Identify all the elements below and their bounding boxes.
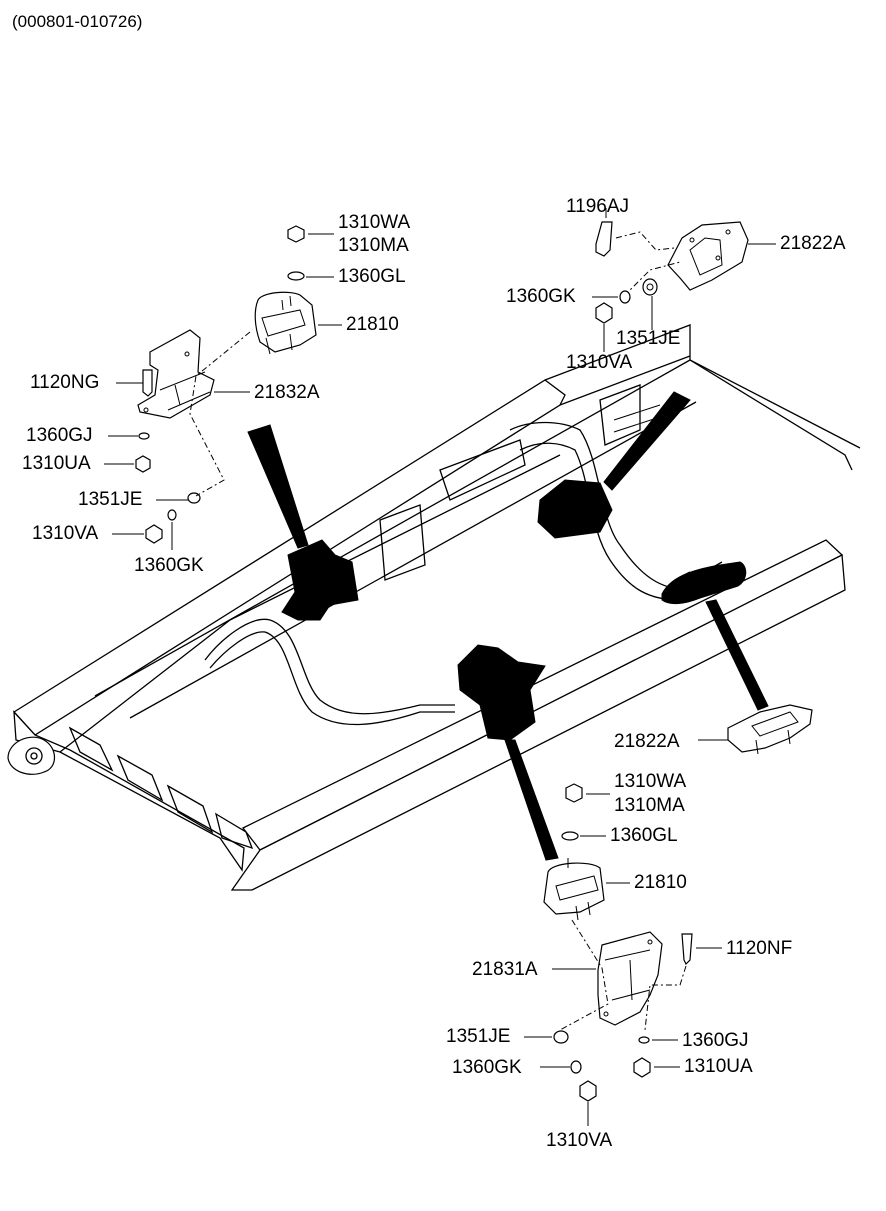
callout-1310wa-front[interactable]: 1310WA: [614, 771, 687, 792]
callout-1351je-rear[interactable]: 1351JE: [78, 489, 143, 510]
callout-1360gl-rear[interactable]: 1360GL: [338, 266, 406, 287]
callout-21832a[interactable]: 21832A: [254, 382, 320, 403]
nut-1310va-rear: [145, 524, 163, 544]
callout-1310ma-rear[interactable]: 1310MA: [338, 235, 409, 256]
nut-1310ua-rear: [135, 455, 151, 473]
bracket-21831a: [552, 931, 663, 1026]
mount-21822a-front: [698, 704, 813, 755]
tow-hook: [7, 736, 56, 775]
mount-positions: [247, 391, 769, 861]
washer-1351je-front: [553, 1030, 569, 1044]
rear-right-leader-arrow: [603, 391, 691, 491]
washer-1360gl-rear: [287, 271, 305, 281]
bolt-1120nf: [681, 933, 722, 966]
bolt-1120ng: [116, 369, 153, 397]
nut-1310va-top: [595, 302, 613, 324]
washer-1360gk-front: [570, 1060, 582, 1074]
washer-1360gk-rear: [167, 509, 177, 521]
callout-21810-rear[interactable]: 21810: [346, 314, 399, 335]
chassis-frame: [7, 324, 861, 891]
far-rail-top: [544, 324, 861, 449]
callout-21822a-front[interactable]: 21822A: [614, 731, 680, 752]
callout-1310va-rear[interactable]: 1310VA: [32, 523, 99, 544]
callout-1310va-front[interactable]: 1310VA: [546, 1130, 613, 1151]
callout-1310ua-front[interactable]: 1310UA: [684, 1056, 753, 1077]
nut-1310ua-front: [633, 1057, 651, 1078]
callout-1310ma-front[interactable]: 1310MA: [614, 795, 685, 816]
mount-21822a-top: [667, 221, 776, 291]
center-member: [59, 359, 697, 753]
rear-left-mount-assembly: [104, 225, 342, 550]
callout-1120nf[interactable]: 1120NF: [726, 938, 793, 959]
washer-1351je-top: [642, 278, 658, 296]
washer-1360gj-front: [638, 1036, 650, 1044]
rear-right-mount-position: [537, 479, 613, 539]
callout-1360gk-front[interactable]: 1360GK: [452, 1057, 522, 1078]
callout-1120ng[interactable]: 1120NG: [30, 372, 100, 393]
callout-21822a-top[interactable]: 21822A: [780, 233, 846, 254]
right-side-rail-lower: [230, 553, 846, 891]
date-code: (000801-010726): [12, 12, 143, 31]
callout-1360gk-top[interactable]: 1360GK: [506, 286, 576, 307]
callout-1360gk-rear[interactable]: 1360GK: [134, 555, 204, 576]
insulator-21810-rear: [254, 291, 342, 355]
rear-left-leader-arrow: [247, 424, 309, 549]
insulator-21810-front: [543, 858, 630, 921]
washer-1360gl-front: [561, 831, 579, 841]
callout-1351je-front[interactable]: 1351JE: [446, 1026, 511, 1047]
callout-1310ua-rear[interactable]: 1310UA: [22, 453, 91, 474]
bracket-21832a-rear: [137, 329, 250, 419]
callout-1310va-top[interactable]: 1310VA: [566, 352, 633, 373]
callout-1310wa-rear[interactable]: 1310WA: [338, 212, 411, 233]
bolt-1196aj: [595, 208, 613, 257]
nut-1310va-front: [579, 1080, 597, 1102]
rail-openings: [68, 726, 254, 850]
callout-1360gj-rear[interactable]: 1360GJ: [26, 425, 93, 446]
nut-1310wa-rear: [287, 225, 305, 243]
callout-1360gl-front[interactable]: 1360GL: [610, 825, 678, 846]
callout-1360gj-front[interactable]: 1360GJ: [682, 1030, 749, 1051]
left-side-rail-web: [13, 710, 245, 872]
front-left-leader-arrow: [504, 739, 559, 861]
callout-21810-front[interactable]: 21810: [634, 872, 687, 893]
rear-left-mount-position: [281, 539, 359, 621]
washer-1360gj-rear: [138, 432, 150, 440]
washer-1360gk-top: [619, 290, 631, 304]
front-right-leader-arrow: [705, 599, 769, 711]
front-left-mount-position: [457, 644, 546, 741]
callout-1351je-top[interactable]: 1351JE: [616, 328, 681, 349]
front-left-mount-assembly: [524, 783, 722, 1126]
nut-1310wa-front: [565, 783, 583, 803]
cross-member-front: [204, 618, 455, 726]
callout-1196aj[interactable]: 1196AJ: [566, 196, 630, 217]
callout-21831a[interactable]: 21831A: [472, 959, 538, 980]
top-right-mount-assembly: [592, 208, 776, 352]
